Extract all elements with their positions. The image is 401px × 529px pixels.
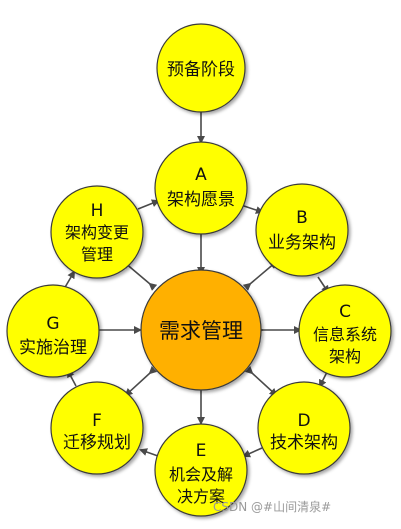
arrow-e-f: [139, 448, 159, 457]
node-h-letter: H: [91, 201, 104, 221]
arrow-h-a: [137, 199, 160, 210]
node-b: B 业务架构: [255, 183, 349, 277]
arrow-d-center: [244, 365, 278, 397]
arrow-d-e: [242, 447, 263, 458]
node-b-letter: B: [296, 208, 308, 228]
node-c-label-1: 信息系统: [313, 325, 377, 344]
node-b-label: 业务架构: [268, 233, 336, 253]
node-center: 需求管理: [140, 269, 262, 391]
node-h-label-1: 架构变更: [65, 223, 129, 242]
watermark: CSDN @#山间清泉#: [213, 500, 332, 514]
node-a: A 架构愿景: [154, 141, 248, 235]
node-e-label-2: 决方案: [177, 487, 225, 506]
node-e: E 机会及解 决方案: [154, 423, 248, 517]
node-preliminary: 预备阶段: [156, 23, 246, 113]
node-a-letter: A: [195, 165, 207, 185]
node-a-label: 架构愿景: [167, 190, 235, 210]
node-f: F 迁移规划: [50, 381, 144, 475]
node-g-label: 实施治理: [19, 338, 87, 358]
node-f-label: 迁移规划: [63, 433, 131, 453]
node-e-label-1: 机会及解: [169, 465, 233, 484]
node-preliminary-label: 预备阶段: [167, 60, 235, 80]
node-c-label-2: 架构: [329, 347, 361, 366]
node-d-letter: D: [297, 411, 310, 431]
node-center-label: 需求管理: [159, 319, 243, 343]
node-h-label-2: 管理: [81, 245, 113, 264]
node-d: D 技术架构: [257, 381, 351, 475]
arrow-b-center: [242, 260, 278, 291]
node-d-label: 技术架构: [270, 433, 338, 453]
node-g: G 实施治理: [6, 284, 100, 378]
node-e-letter: E: [196, 441, 207, 461]
node-c-letter: C: [339, 302, 351, 322]
node-h: H 架构变更 管理: [50, 185, 144, 279]
node-c: C 信息系统 架构: [298, 284, 392, 378]
arrow-a-b: [240, 204, 264, 214]
arrow-f-center: [124, 365, 158, 397]
node-g-letter: G: [46, 314, 59, 334]
node-f-letter: F: [92, 411, 102, 431]
